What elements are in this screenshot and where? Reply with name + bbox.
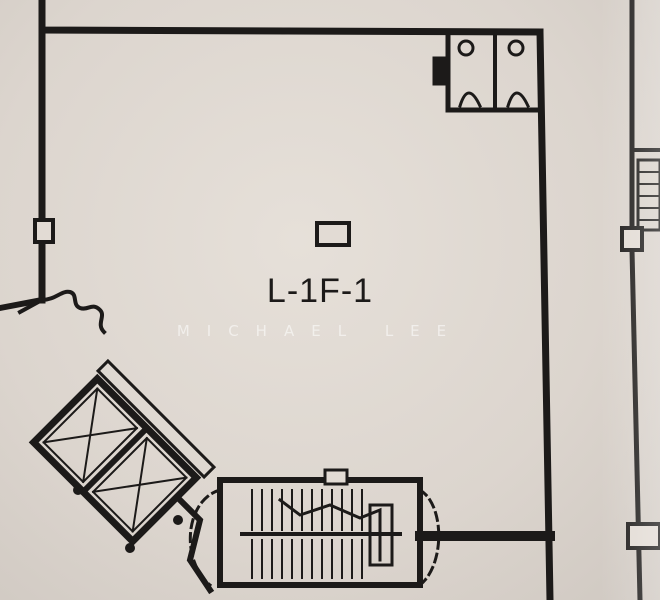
door-swing xyxy=(39,289,107,335)
column-marker-center xyxy=(315,221,351,247)
left-wing-wall xyxy=(0,296,46,312)
unit-wall-right xyxy=(536,28,554,600)
staircase xyxy=(175,468,555,595)
unit-label: L-1F-1 xyxy=(266,272,374,310)
lift-shafts xyxy=(28,358,217,547)
adjacent-unit-right xyxy=(620,0,660,600)
column-marker-left xyxy=(33,218,55,244)
watermark: MICHAEL LEE xyxy=(176,322,464,340)
toilet-block xyxy=(432,29,543,113)
unit-wall-top xyxy=(38,0,544,36)
